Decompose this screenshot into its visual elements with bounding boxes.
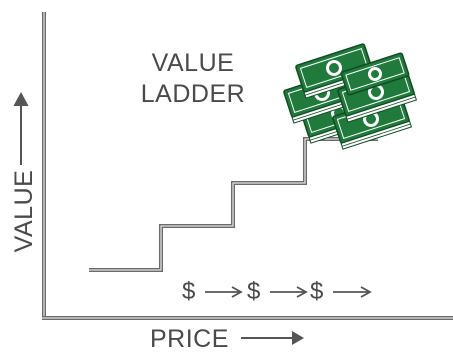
y-axis-arrow: [13, 91, 29, 165]
title-line-2: LADDER: [140, 80, 246, 108]
price-step-2: $: [247, 278, 261, 305]
right-arrow-icon: [205, 286, 243, 298]
y-axis-label: VALUE: [10, 169, 38, 253]
value-staircase: [89, 137, 378, 272]
x-axis-arrow: [241, 331, 304, 345]
right-arrow-icon: [333, 286, 372, 298]
diagram-title: VALUE LADDER: [118, 48, 268, 110]
right-arrow-icon: [270, 286, 308, 298]
money-stack-icon: [283, 43, 418, 150]
price-step-1: $: [182, 278, 196, 305]
x-axis-label: PRICE: [150, 325, 229, 353]
title-line-1: VALUE: [151, 49, 235, 77]
price-step-3: $: [310, 278, 324, 305]
